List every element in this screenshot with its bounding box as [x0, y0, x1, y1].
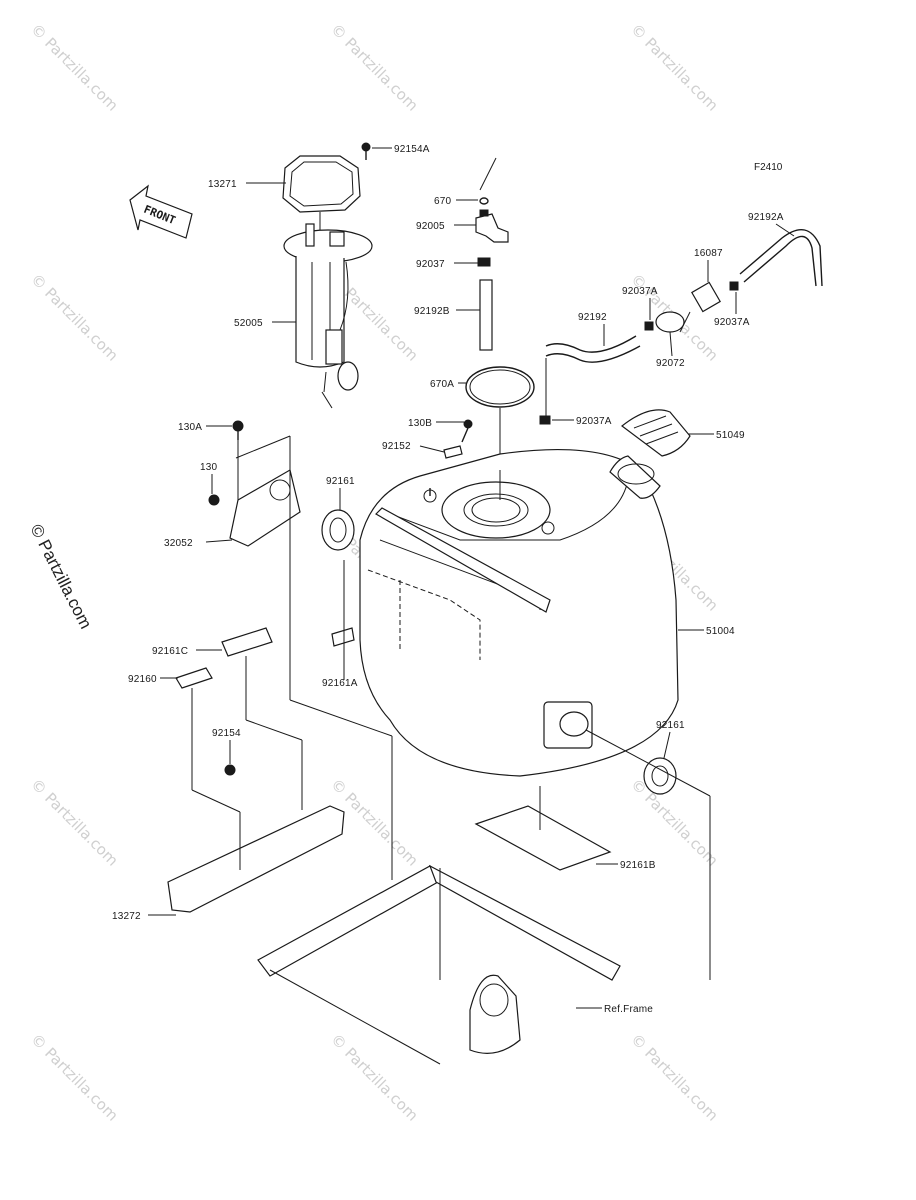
- watermark: © Partzilla.com: [627, 20, 722, 115]
- pad-92161A: [331, 627, 355, 647]
- label-130B: 130B: [408, 418, 432, 429]
- label-92192: 92192: [578, 312, 607, 323]
- leader-line: [245, 719, 303, 741]
- label-92192A: 92192A: [748, 212, 784, 223]
- fuel-pump-gasket-13271: [282, 155, 361, 213]
- label-670: 670: [434, 196, 452, 207]
- label-92152: 92152: [382, 441, 411, 452]
- leader-line: [479, 157, 497, 191]
- figure-code: F2410: [754, 162, 783, 173]
- leader-line: [289, 699, 393, 737]
- side-watermark: © Partzilla.com: [26, 521, 95, 632]
- grommet-92161: [643, 757, 677, 795]
- label-13272: 13272: [112, 911, 141, 922]
- watermark: © Partzilla.com: [327, 1030, 422, 1125]
- pad-92161C: [221, 627, 273, 657]
- oring-670: [479, 197, 489, 205]
- leader-line: [585, 729, 711, 797]
- joint-92072: [655, 311, 685, 333]
- label-52005: 52005: [234, 318, 263, 329]
- oring-670A: [465, 366, 535, 408]
- fuel-tank-51004: [359, 448, 679, 777]
- label-92037A: 92037A: [714, 317, 750, 328]
- label-92037A: 92037A: [576, 416, 612, 427]
- label-92005: 92005: [416, 221, 445, 232]
- callouts: 92154A 13271 52005 670 92005 92037 92192…: [112, 144, 795, 1015]
- hose-92192B: [479, 279, 493, 351]
- label-ref-frame: Ref.Frame: [604, 1004, 653, 1015]
- fuel-filter-16087: [691, 281, 721, 313]
- label-92161A: 92161A: [322, 678, 358, 689]
- label-92161B: 92161B: [620, 860, 656, 871]
- watermark: © Partzilla.com: [27, 775, 122, 870]
- label-130A: 130A: [178, 422, 202, 433]
- leader-line: [679, 311, 691, 333]
- label-92160: 92160: [128, 674, 157, 685]
- leader-line: [191, 789, 241, 813]
- watermark: © Partzilla.com: [27, 270, 122, 365]
- hose-92192: [545, 335, 641, 420]
- bolt-130A: [232, 420, 244, 440]
- bolt-130B: [461, 419, 473, 443]
- watermark: © Partzilla.com: [627, 1030, 722, 1125]
- label-92161: 92161: [656, 720, 685, 731]
- watermark: © Partzilla.com: [27, 20, 122, 115]
- watermark: © Partzilla.com: [627, 775, 722, 870]
- clamp-92037A: [729, 281, 739, 291]
- pad-92161B: [474, 805, 612, 871]
- watermark: © Partzilla.com: [327, 20, 422, 115]
- label-92161C: 92161C: [152, 646, 188, 657]
- bolt-92154: [224, 764, 236, 776]
- bolt-92154A: [361, 142, 371, 160]
- collar-92152: [443, 445, 463, 459]
- label-92154A: 92154A: [394, 144, 430, 155]
- pad-92160: [175, 667, 213, 689]
- grommet-92161: [321, 509, 355, 551]
- leader-line: [235, 435, 291, 459]
- label-51004: 51004: [706, 626, 735, 637]
- joint-92005: [475, 209, 509, 243]
- frame-plate-13272: [167, 805, 621, 1065]
- label-13271: 13271: [208, 179, 237, 190]
- label-32052: 32052: [164, 538, 193, 549]
- hose-92192A: [739, 229, 823, 287]
- clamp-92037A: [539, 415, 551, 425]
- clamp-92037: [477, 257, 491, 267]
- fuel-pump-52005: [283, 223, 373, 409]
- label-92154: 92154: [212, 728, 241, 739]
- clamp-92037A: [644, 321, 654, 331]
- label-670A: 670A: [430, 379, 454, 390]
- label-16087: 16087: [694, 248, 723, 259]
- fuel-cap-51049: [621, 409, 691, 457]
- label-51049: 51049: [716, 430, 745, 441]
- label-130: 130: [200, 462, 218, 473]
- label-92037: 92037: [416, 259, 445, 270]
- label-92072: 92072: [656, 358, 685, 369]
- label-92161: 92161: [326, 476, 355, 487]
- bolt-130: [208, 494, 220, 506]
- label-92192B: 92192B: [414, 306, 450, 317]
- front-arrow: FRONT: [129, 184, 193, 239]
- label-92037A: 92037A: [622, 286, 658, 297]
- watermark: © Partzilla.com: [27, 1030, 122, 1125]
